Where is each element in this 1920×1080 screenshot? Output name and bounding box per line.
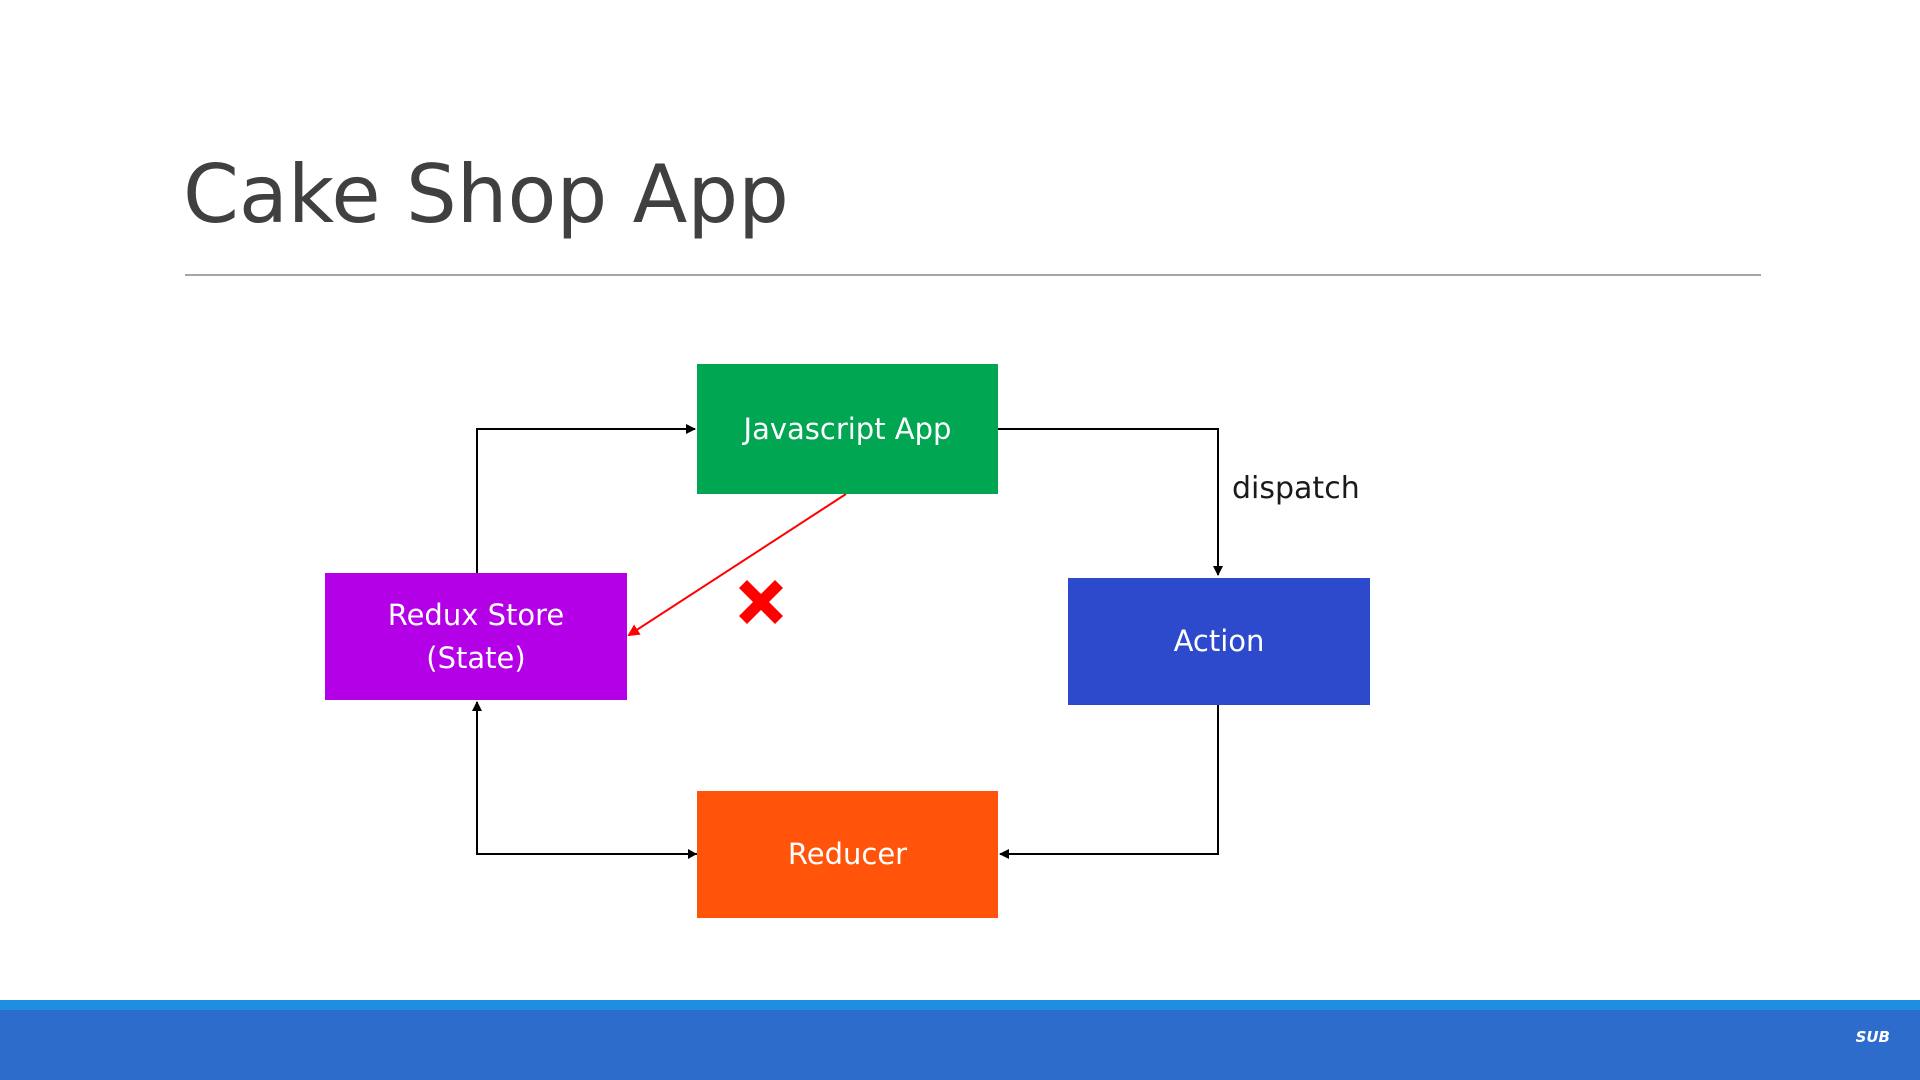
node-redux-store: Redux Store (State)	[325, 573, 627, 700]
edge-blocked-direct-arrow	[627, 493, 847, 637]
edge-label-dispatch: dispatch	[1232, 471, 1360, 506]
cross-mark-icon	[739, 580, 783, 624]
slide-title: Cake Shop App	[183, 148, 789, 241]
edge-action-to-reducer-arrow	[999, 705, 1219, 859]
edge-dispatch-arrow	[998, 428, 1223, 576]
node-javascript-app: Javascript App	[697, 364, 998, 494]
footer-accent-stripe	[0, 1000, 1920, 1010]
edge-reducer-to-store-arrow	[472, 701, 697, 855]
footer-bar	[0, 1010, 1920, 1080]
edge-store-to-reducer-arrowhead	[688, 849, 697, 859]
sub-logo: SUB	[1855, 1028, 1890, 1046]
node-action: Action	[1068, 578, 1370, 705]
title-divider	[185, 274, 1761, 276]
edge-store-to-app-arrow	[476, 424, 696, 573]
node-reducer: Reducer	[697, 791, 998, 918]
